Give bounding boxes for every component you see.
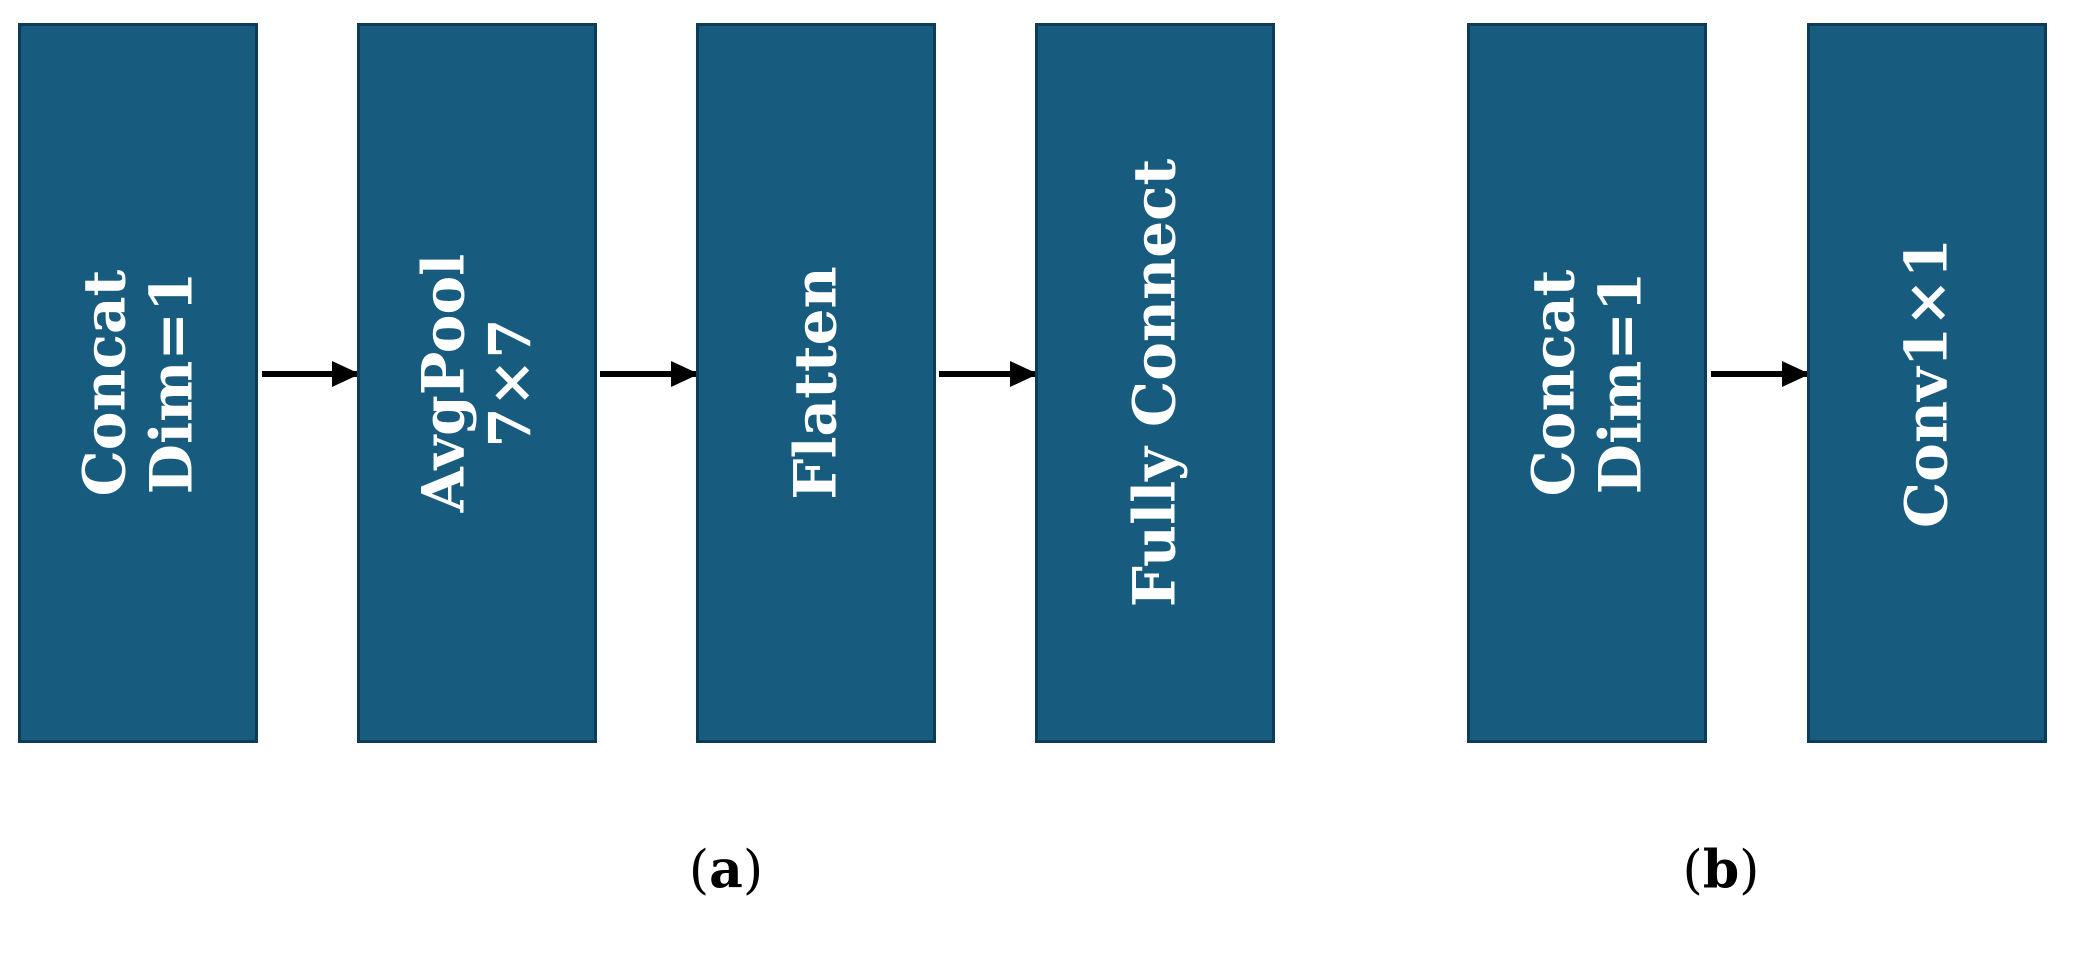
block-label: Conv1×1: [1892, 237, 1961, 529]
block-concat-b: Concat Dim=1: [1467, 23, 1707, 743]
arrow-concat-to-conv: [1711, 361, 1810, 387]
block-fully-connect: Fully Connect: [1035, 23, 1275, 743]
block-concat-a: Concat Dim=1: [18, 23, 258, 743]
caption-b: (b): [1682, 839, 1760, 901]
block-label: Fully Connect: [1120, 158, 1189, 608]
block-label: Concat Dim=1: [1519, 269, 1654, 497]
block-conv1x1: Conv1×1: [1807, 23, 2047, 743]
arrow-flatten-to-fully-connect: [939, 361, 1038, 387]
block-label: Flatten: [781, 266, 850, 500]
caption-a: (a): [688, 839, 764, 901]
block-avgpool: AvgPool 7×7: [357, 23, 597, 743]
arrow-avgpool-to-flatten: [600, 361, 699, 387]
block-flatten: Flatten: [696, 23, 936, 743]
block-label: AvgPool 7×7: [409, 253, 544, 513]
block-label: Concat Dim=1: [70, 269, 205, 497]
arrow-concat-to-avgpool: [262, 361, 360, 387]
